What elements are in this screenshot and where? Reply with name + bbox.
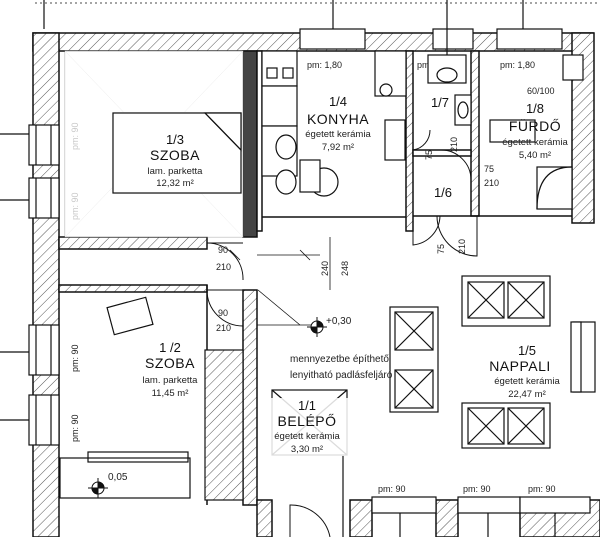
windows-top bbox=[35, 0, 600, 70]
room-16-label: 1/6 bbox=[434, 185, 452, 200]
room-17-label: 1/7 bbox=[431, 95, 449, 110]
svg-text:égetett kerámia: égetett kerámia bbox=[494, 376, 560, 387]
svg-text:90: 90 bbox=[218, 308, 228, 318]
window-dim-kitchen: pm: 1,80 bbox=[307, 60, 342, 70]
room-11-label: 1/1 BELÉPŐ égetett kerámia 3,30 m² bbox=[274, 398, 340, 455]
level-text-main: +0,30 bbox=[326, 316, 352, 327]
window-dim-bath: pm: 1,80 bbox=[500, 60, 535, 70]
svg-text:BELÉPŐ: BELÉPŐ bbox=[277, 413, 336, 429]
svg-text:NAPPALI: NAPPALI bbox=[489, 358, 551, 374]
svg-text:1/4: 1/4 bbox=[329, 94, 347, 109]
level-marker-bath bbox=[88, 478, 108, 498]
window-dim-b2: pm: 90 bbox=[463, 484, 491, 494]
svg-text:60/100: 60/100 bbox=[527, 86, 555, 96]
svg-text:pm: 90: pm: 90 bbox=[70, 344, 80, 372]
wardrobe-room-12 bbox=[59, 296, 244, 501]
svg-text:égetett kerámia: égetett kerámia bbox=[274, 431, 340, 442]
kitchen-fixtures bbox=[261, 50, 407, 197]
guide-lines bbox=[229, 237, 331, 326]
svg-text:248: 248 bbox=[340, 261, 350, 276]
svg-text:210: 210 bbox=[457, 239, 467, 254]
svg-text:1/8: 1/8 bbox=[526, 101, 544, 116]
level-text-bath: 0,05 bbox=[108, 472, 128, 483]
svg-text:lam. parketta: lam. parketta bbox=[143, 375, 199, 386]
attic-hatch-note-2: lenyitható padlásfeljáró bbox=[290, 370, 393, 381]
svg-text:75: 75 bbox=[484, 164, 494, 174]
living-furniture bbox=[389, 275, 582, 449]
svg-text:11,45 m²: 11,45 m² bbox=[152, 388, 189, 399]
svg-text:12,32 m²: 12,32 m² bbox=[156, 178, 194, 189]
room-18-label: 1/8 FÜRDŐ égetett kerámia 5,40 m² bbox=[502, 101, 568, 161]
svg-text:90: 90 bbox=[218, 245, 228, 255]
svg-text:5,40 m²: 5,40 m² bbox=[519, 150, 551, 161]
svg-text:égetett kerámia: égetett kerámia bbox=[502, 137, 568, 148]
windows-left bbox=[0, 124, 60, 446]
svg-text:KONYHA: KONYHA bbox=[307, 111, 369, 127]
svg-text:pm: 90: pm: 90 bbox=[70, 414, 80, 442]
level-marker-main bbox=[307, 317, 327, 337]
svg-text:75: 75 bbox=[424, 150, 434, 160]
room-14-label: 1/4 KONYHA égetett kerámia 7,92 m² bbox=[305, 94, 371, 153]
attic-hatch-note-1: mennyezetbe építhető bbox=[290, 354, 389, 365]
svg-text:75: 75 bbox=[436, 244, 446, 254]
svg-text:210: 210 bbox=[484, 178, 499, 188]
room-12-label: 1 /2 SZOBA lam. parketta 11,45 m² bbox=[143, 340, 199, 399]
svg-text:SZOBA: SZOBA bbox=[145, 355, 195, 371]
svg-text:210: 210 bbox=[216, 262, 231, 272]
svg-text:SZOBA: SZOBA bbox=[150, 147, 200, 163]
door-dims: 90 210 90 210 75 210 75 210 75 210 240 2… bbox=[216, 86, 555, 333]
svg-text:1/5: 1/5 bbox=[518, 343, 536, 358]
svg-text:210: 210 bbox=[449, 137, 459, 152]
bed-room-13-front bbox=[112, 112, 242, 194]
room-13-label: 1/3 SZOBA lam. parketta 12,32 m² bbox=[148, 132, 204, 189]
svg-text:210: 210 bbox=[216, 323, 231, 333]
window-dim-b1: pm: 90 bbox=[378, 484, 406, 494]
svg-text:22,47 m²: 22,47 m² bbox=[508, 389, 546, 400]
svg-text:1/3: 1/3 bbox=[166, 132, 184, 147]
entrance-label-bg bbox=[265, 398, 355, 456]
svg-text:égetett kerámia: égetett kerámia bbox=[305, 129, 371, 140]
svg-text:3,30 m²: 3,30 m² bbox=[291, 444, 323, 455]
bath-fixtures bbox=[427, 54, 584, 210]
svg-text:lam. parketta: lam. parketta bbox=[148, 166, 204, 177]
svg-text:1 /2: 1 /2 bbox=[159, 340, 181, 355]
room-15-label: 1/5 NAPPALI égetett kerámia 22,47 m² bbox=[489, 343, 560, 400]
door-swings bbox=[206, 129, 478, 537]
window-dim-b3: pm: 90 bbox=[528, 484, 556, 494]
svg-text:1/1: 1/1 bbox=[298, 398, 316, 413]
svg-text:7,92 m²: 7,92 m² bbox=[322, 142, 354, 153]
svg-text:240: 240 bbox=[320, 261, 330, 276]
svg-text:FÜRDŐ: FÜRDŐ bbox=[509, 117, 561, 134]
windows-bottom bbox=[342, 420, 591, 537]
